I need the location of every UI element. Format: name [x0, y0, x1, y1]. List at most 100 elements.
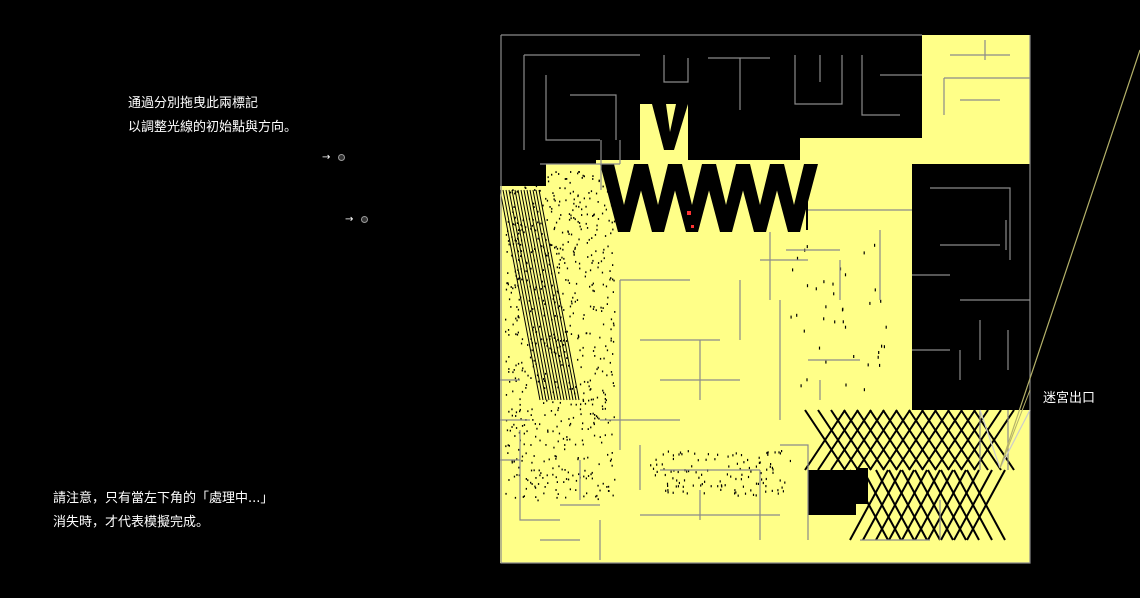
stipple-dot	[510, 430, 511, 432]
stipple-dot	[580, 384, 581, 386]
stipple-dot	[770, 466, 771, 468]
stipple-dot	[558, 253, 559, 255]
stipple-dot	[583, 175, 584, 177]
stipple-dot	[539, 470, 540, 472]
stipple-dot	[599, 337, 600, 339]
stipple-dot	[614, 311, 615, 313]
stipple-dot	[791, 316, 792, 319]
stipple-dot	[577, 299, 578, 301]
stipple-dot	[521, 343, 522, 345]
stipple-dot	[514, 284, 515, 286]
stipple-dot	[544, 380, 545, 382]
stipple-dot	[575, 247, 576, 249]
stipple-dot	[530, 338, 531, 340]
stipple-dot	[541, 288, 542, 290]
stipple-dot	[845, 273, 846, 276]
stipple-dot	[524, 182, 525, 184]
stipple-dot	[529, 300, 530, 302]
stipple-dot	[881, 345, 882, 348]
stipple-dot	[612, 229, 613, 231]
stipple-dot	[565, 331, 566, 333]
stipple-dot	[520, 297, 521, 299]
stipple-dot	[738, 495, 739, 497]
stipple-dot	[591, 399, 592, 401]
stipple-dot	[566, 178, 567, 180]
stipple-dot	[679, 482, 680, 484]
stipple-dot	[508, 329, 509, 331]
stipple-dot	[833, 292, 834, 295]
stipple-dot	[584, 198, 585, 200]
stipple-dot	[561, 420, 562, 422]
stipple-dot	[592, 260, 593, 262]
stipple-dot	[564, 469, 565, 471]
stipple-dot	[594, 414, 595, 416]
stipple-dot	[516, 427, 517, 429]
stipple-dot	[570, 182, 571, 184]
stipple-dot	[671, 471, 672, 473]
stipple-dot	[544, 414, 545, 416]
stipple-dot	[603, 284, 604, 286]
stipple-dot	[521, 240, 522, 242]
stipple-dot	[572, 209, 573, 211]
stipple-dot	[532, 225, 533, 227]
stipple-dot	[582, 355, 583, 357]
stipple-dot	[516, 411, 517, 413]
stipple-dot	[586, 478, 587, 480]
stipple-dot	[530, 228, 531, 230]
stipple-dot	[516, 320, 517, 322]
stipple-dot	[591, 237, 592, 239]
stipple-dot	[530, 172, 531, 174]
stipple-dot	[884, 345, 885, 348]
stipple-dot	[534, 469, 535, 471]
stipple-dot	[594, 214, 595, 216]
stipple-dot	[515, 271, 516, 273]
stipple-dot	[570, 423, 571, 425]
stipple-dot	[507, 429, 508, 431]
stipple-dot	[518, 467, 519, 469]
stipple-dot	[655, 474, 656, 476]
stipple-dot	[583, 318, 584, 320]
stipple-dot	[609, 279, 610, 281]
stipple-dot	[590, 269, 591, 271]
stipple-dot	[514, 461, 515, 463]
stipple-dot	[819, 347, 820, 350]
stipple-dot	[581, 214, 582, 216]
stipple-dot	[728, 456, 729, 458]
stipple-dot	[614, 479, 615, 481]
stipple-dot	[540, 190, 541, 192]
stipple-dot	[584, 458, 585, 460]
stipple-dot	[554, 198, 555, 200]
stipple-dot	[681, 453, 682, 455]
stipple-dot	[589, 198, 590, 200]
stipple-dot	[596, 309, 597, 311]
light-region	[596, 230, 808, 445]
stipple-dot	[512, 211, 513, 213]
stipple-dot	[556, 341, 557, 343]
stipple-dot	[578, 473, 579, 475]
stipple-dot	[614, 416, 615, 418]
stipple-dot	[511, 236, 512, 238]
stipple-dot	[680, 452, 681, 454]
stipple-dot	[535, 286, 536, 288]
stipple-dot	[568, 479, 569, 481]
stipple-dot	[543, 176, 544, 178]
stipple-dot	[516, 306, 517, 308]
stipple-dot	[545, 444, 546, 446]
stipple-dot	[611, 338, 612, 340]
stipple-dot	[517, 191, 518, 193]
stipple-dot	[587, 227, 588, 229]
stipple-dot	[594, 423, 595, 425]
stipple-dot	[564, 444, 565, 446]
stipple-dot	[515, 286, 516, 288]
stipple-dot	[559, 305, 560, 307]
stipple-dot	[763, 482, 764, 484]
stipple-dot	[518, 233, 519, 235]
stipple-dot	[557, 387, 558, 389]
stipple-dot	[555, 414, 556, 416]
stipple-dot	[665, 474, 666, 476]
stipple-dot	[538, 238, 539, 240]
stipple-dot	[567, 268, 568, 270]
stipple-dot	[521, 362, 522, 364]
stipple-dot	[673, 454, 674, 456]
stipple-dot	[545, 486, 546, 488]
